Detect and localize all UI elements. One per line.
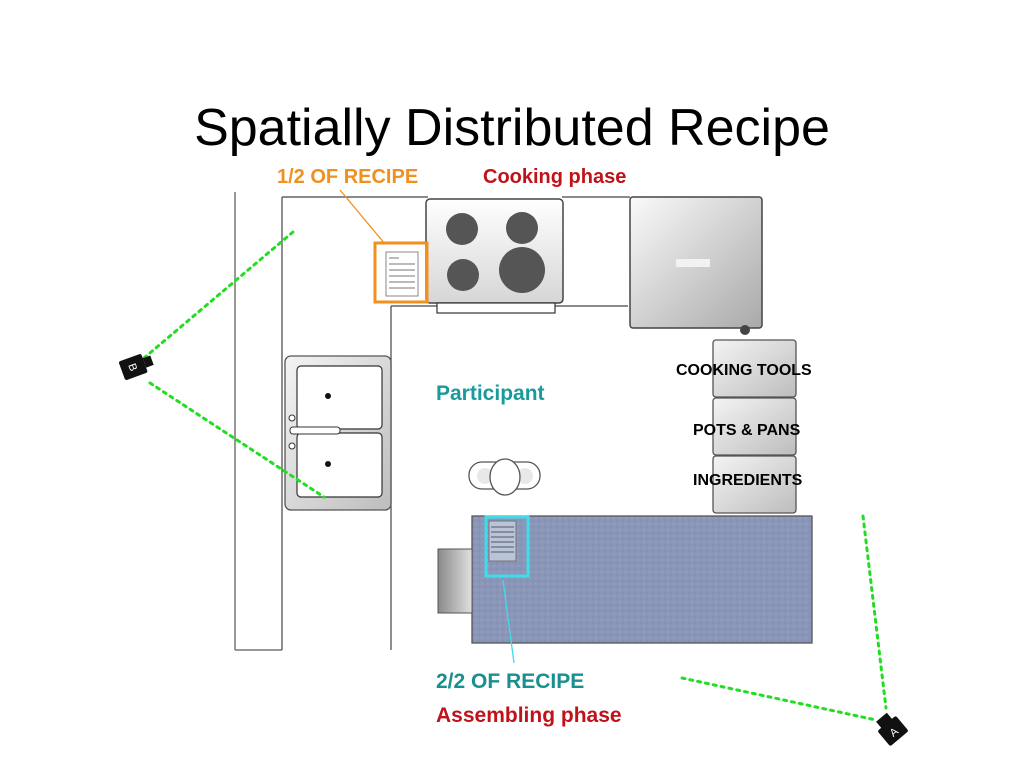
burner-icon [506,212,538,244]
camera-a-view-lines [680,514,888,722]
recipe-card-half-2 [484,515,530,664]
camera-b-view-lines [142,230,326,499]
cooking-tools-label: COOKING TOOLS [676,362,812,379]
storage-cabinets [712,339,797,514]
assembling-phase-label: Assembling phase [436,704,622,727]
burner-icon [446,213,478,245]
recipe-card-half-1 [339,189,429,304]
island-counter [471,515,813,644]
ingredients-label: INGREDIENTS [693,472,803,489]
refrigerator [629,196,763,335]
slide-title: Spatially Distributed Recipe [194,99,830,157]
stove [425,198,564,314]
recipe-half-1-label: 1/2 OF RECIPE [277,166,419,188]
recipe-half-2-label: 2/2 OF RECIPE [436,670,585,693]
burner-icon [447,259,479,291]
dishwasher [284,355,392,511]
participant-label: Participant [436,382,545,405]
camera-a-icon: A [876,712,908,746]
stool [437,548,473,614]
participant-figure [468,458,541,496]
burner-icon [499,247,545,293]
camera-b-label: B [125,362,139,373]
camera-b-icon: B [119,354,154,380]
left-wall [234,192,282,651]
pots-pans-label: POTS & PANS [693,422,801,439]
cooking-phase-label: Cooking phase [483,166,627,188]
